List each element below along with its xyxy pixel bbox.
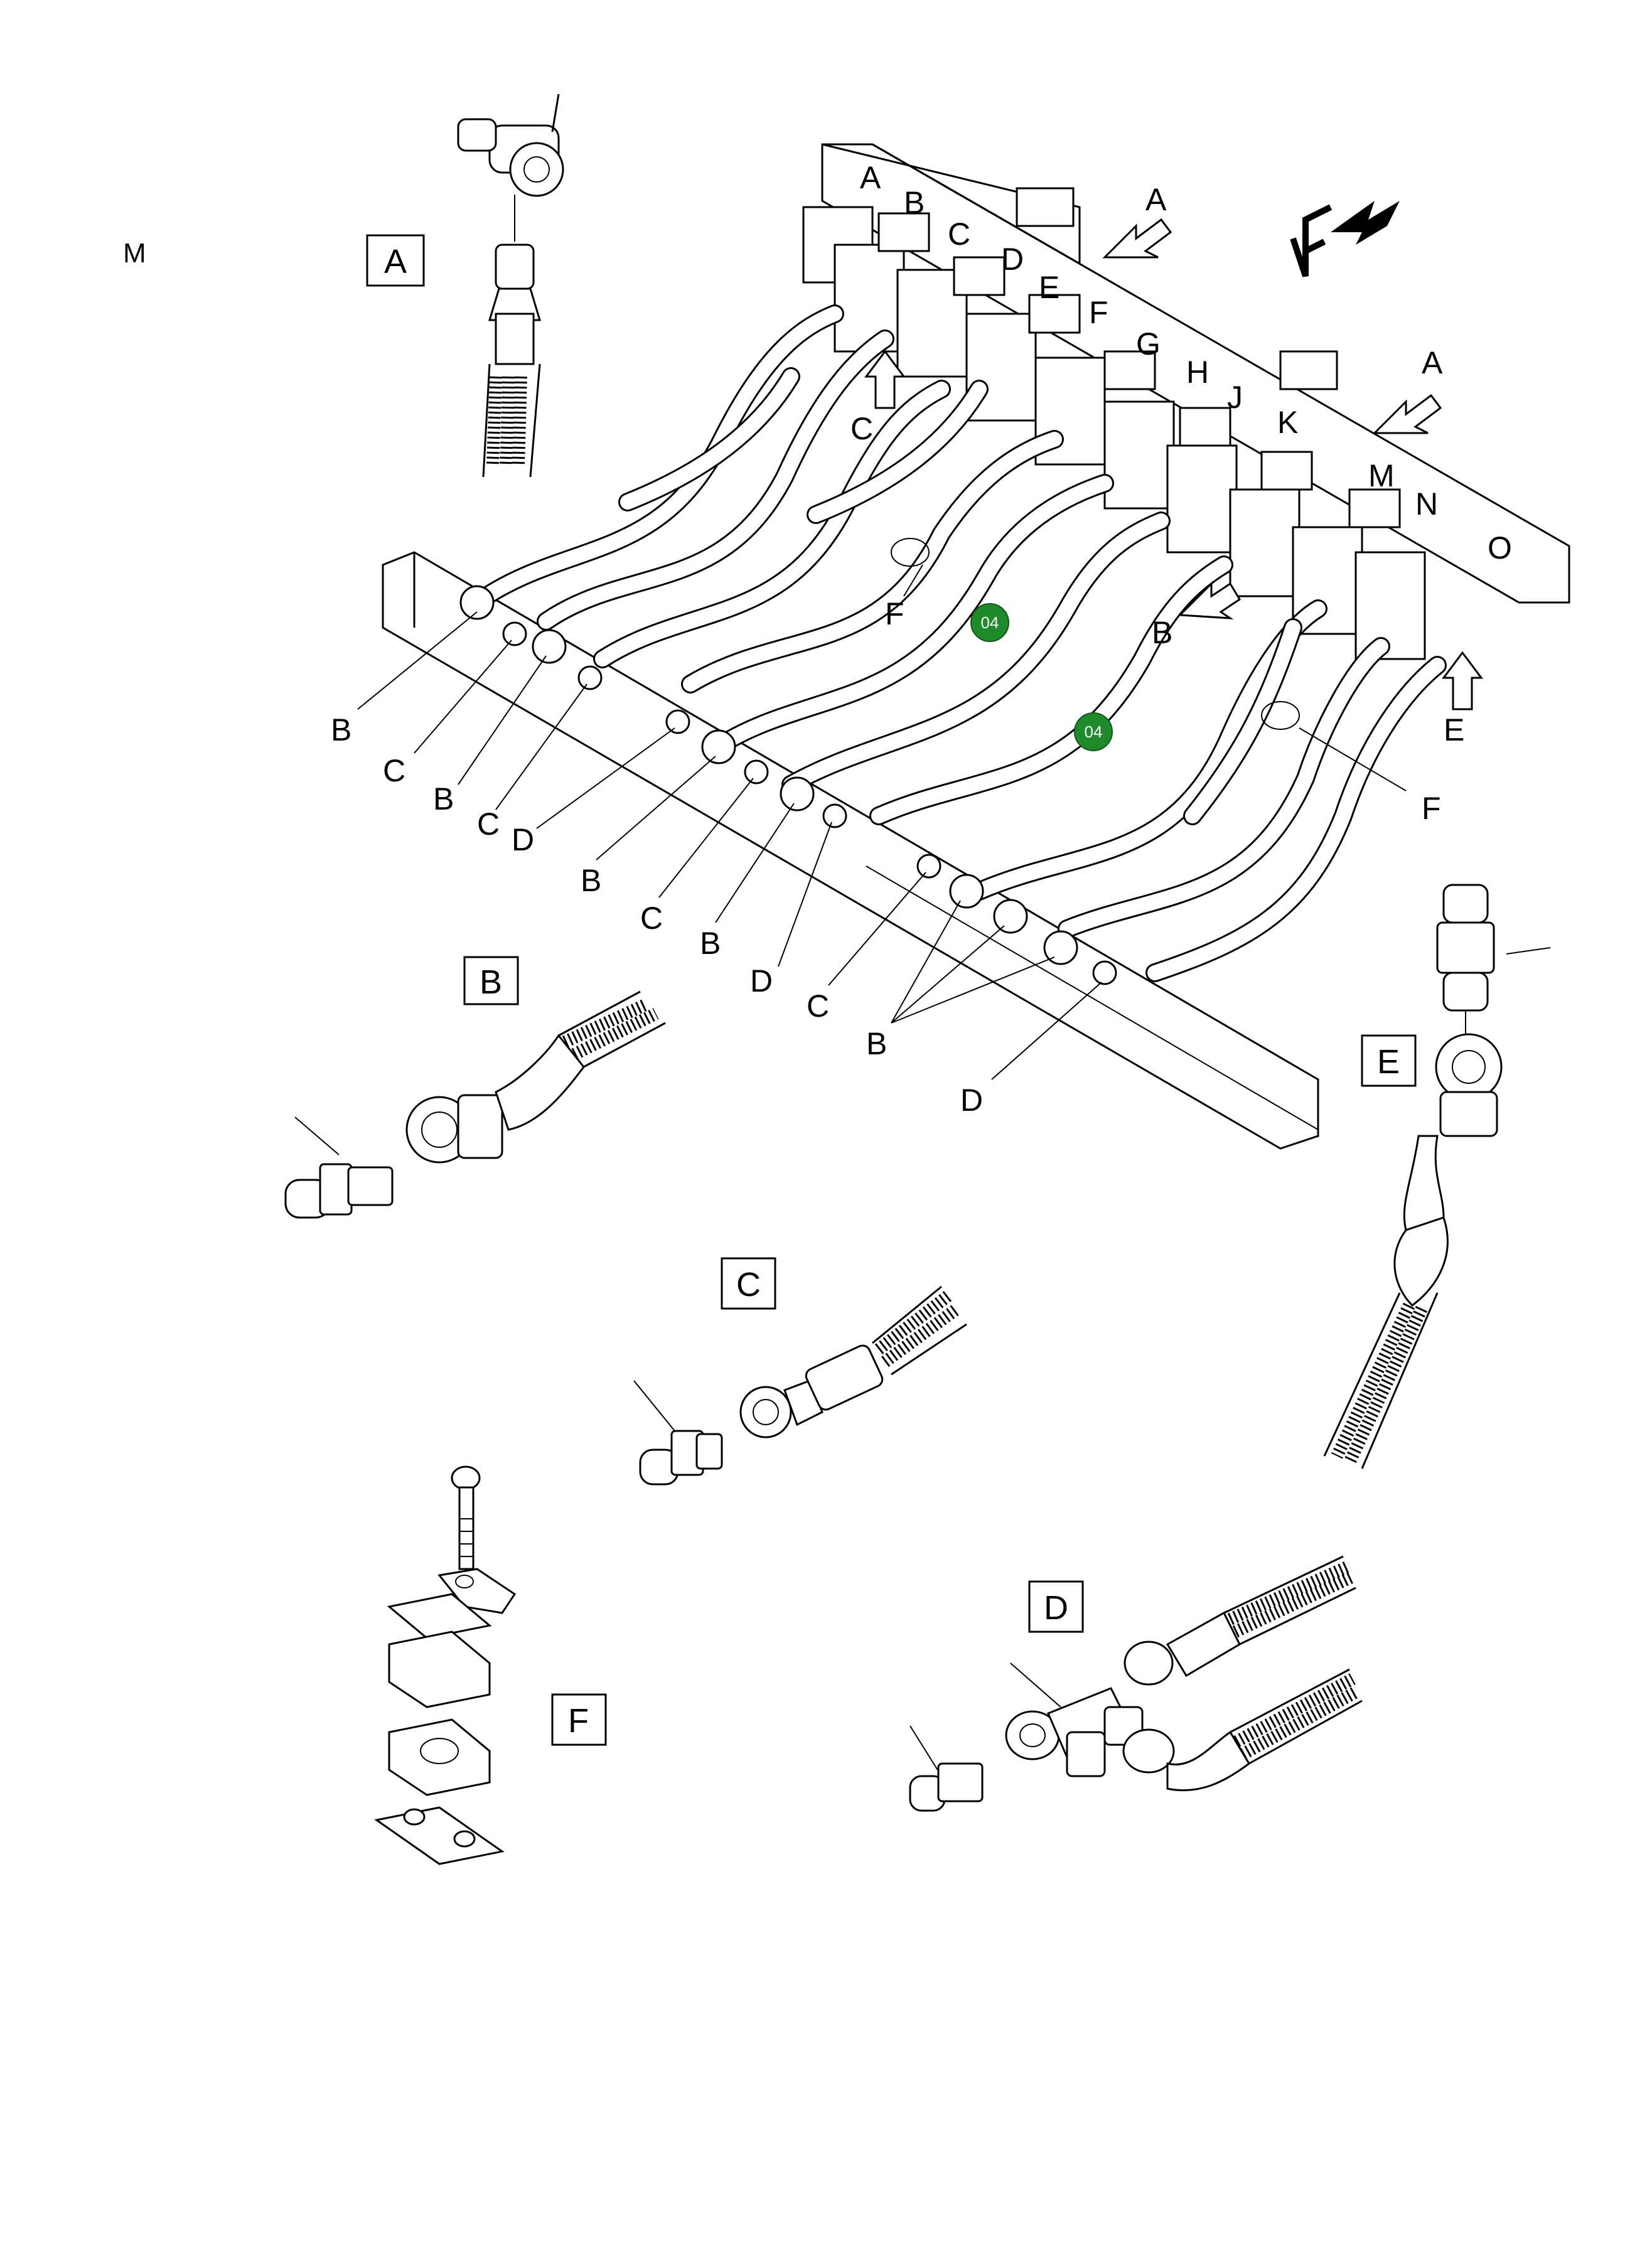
valve-label-m: M [1368,458,1395,493]
detail-box-a [366,234,425,287]
detail-box-e [1361,1034,1417,1087]
manifold-beam [821,143,1570,604]
detail-box-f [551,1693,607,1746]
hose-label-12: D [960,1083,983,1118]
hose-label-1: B [331,712,351,747]
leader-lines [357,611,1102,1080]
detail-box-d-label: D [1044,1589,1068,1627]
detail-box-b-label: B [480,963,502,1001]
arrow-label-a-lower: A [1422,345,1443,380]
valve-label-e: E [1039,270,1059,305]
detail-box-d [1028,1580,1084,1633]
hose-label-7: C [640,901,663,936]
valve-label-d: D [1001,242,1024,277]
arrow-c-up [864,350,906,409]
valve-label-c: C [948,217,970,252]
hose-label-8: B [700,926,721,961]
hose-label-4: C [477,806,500,842]
detail-e-illustration [1323,884,1551,1469]
detail-box-c [721,1257,776,1310]
arrow-label-e: E [1444,712,1464,747]
detail-box-a-label: A [384,243,407,281]
badge-04-lower: 04 [1074,712,1113,751]
hose-label-10: C [807,988,829,1024]
front-direction-indicator [1290,201,1400,277]
hose-label-5: D [512,822,534,857]
valve-label-h: H [1186,355,1209,390]
arrow-a-lower [1372,394,1442,434]
clamp-label-left: F [885,596,904,631]
hose-label-2: C [383,753,405,788]
detail-box-b [463,956,519,1005]
hose-bundle [468,304,1447,982]
arrow-label-c: C [850,411,873,446]
valve-label-a: A [860,160,881,195]
detail-box-f-label: F [568,1702,589,1740]
hose-label-6: B [581,863,601,898]
detail-box-c-label: C [736,1266,761,1304]
detail-b-illustration [284,990,666,1219]
detail-f-illustration [374,1465,517,1865]
valve-label-o: O [1488,530,1512,565]
base-rail [382,551,1319,1150]
arrow-e-up [1442,651,1483,710]
detail-box-e-label: E [1377,1043,1400,1081]
detail-a-illustration [457,94,564,478]
badge-04-lower-text: 04 [1085,722,1103,741]
valve-block-row [802,187,1426,660]
detail-d-illustration [909,1555,1363,1812]
hose-label-3: B [433,781,454,817]
badge-04-upper-text: 04 [981,613,999,632]
hose-end-fittings [459,585,1117,985]
valve-label-b: B [904,185,925,220]
valve-label-k: K [1277,405,1298,440]
badge-04-upper: 04 [970,603,1009,642]
arrow-b-right [1177,581,1242,619]
valve-label-f: F [1089,295,1108,330]
hose-label-9: D [750,963,773,999]
arrow-label-b: B [1152,615,1172,650]
arrow-a-upper [1102,218,1172,259]
detail-c-illustration [633,1285,967,1486]
clamp-label-right: F [1422,791,1441,826]
clamp-left [891,538,930,567]
page-marker: M [123,238,146,269]
valve-label-n: N [1415,486,1438,522]
arrow-label-a-upper: A [1145,182,1167,217]
valve-label-j: J [1227,380,1243,415]
clamp-right [1261,701,1300,730]
hose-label-11: B [866,1026,887,1061]
valve-label-g: G [1136,326,1161,361]
